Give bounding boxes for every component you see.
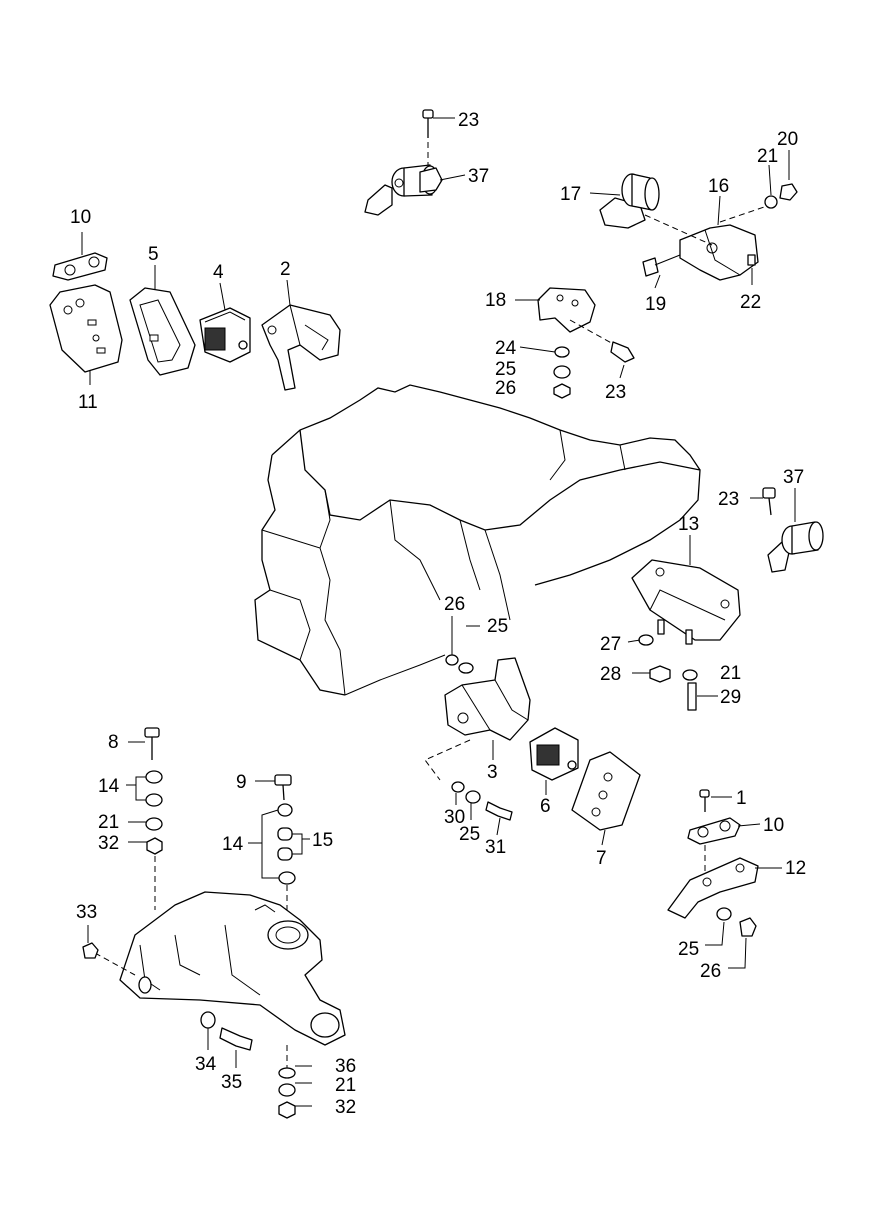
hardware-30-25-31 xyxy=(451,781,513,821)
callout-25-mid: 25 xyxy=(495,359,516,380)
callout-20: 20 xyxy=(777,129,798,150)
callout-24: 24 xyxy=(495,338,517,359)
hardware-36-21-32 xyxy=(278,1067,296,1119)
callout-37-right: 37 xyxy=(783,467,804,488)
callout-11: 11 xyxy=(78,392,98,413)
callout-8: 8 xyxy=(108,732,119,753)
insulator-6 xyxy=(529,727,579,781)
callout-32-bottom: 32 xyxy=(335,1097,356,1118)
callout-25-center: 25 xyxy=(487,616,508,637)
callout-23-right: 23 xyxy=(718,489,739,510)
callout-21-bottom: 21 xyxy=(335,1075,356,1096)
bracket-18 xyxy=(537,287,635,399)
callout-13: 13 xyxy=(678,514,699,535)
callout-1: 1 xyxy=(736,788,747,809)
callout-3: 3 xyxy=(487,762,498,783)
callout-30: 30 xyxy=(444,807,465,828)
bolt-stack-9 xyxy=(274,774,296,930)
callout-15: 15 xyxy=(312,830,333,851)
callout-17: 17 xyxy=(560,184,581,205)
bracket-12 xyxy=(667,789,759,937)
callout-33: 33 xyxy=(76,902,97,923)
callout-21-top-right: 21 xyxy=(757,146,778,167)
callout-18: 18 xyxy=(485,290,506,311)
insulator-37-right xyxy=(762,487,824,573)
bracket-3 xyxy=(424,654,531,781)
differential-carrier xyxy=(94,891,346,1068)
callout-16: 16 xyxy=(708,176,729,197)
callout-9: 9 xyxy=(236,772,247,793)
insulator-4 xyxy=(199,307,251,363)
callout-37-top: 37 xyxy=(468,166,489,187)
callout-22: 22 xyxy=(740,292,761,313)
callout-26-bottom-right: 26 xyxy=(700,961,721,982)
bracket-2 xyxy=(261,304,341,391)
callout-29: 29 xyxy=(720,687,741,708)
callout-34: 34 xyxy=(195,1054,217,1075)
callout-labels: 23 37 20 21 17 16 19 22 10 5 4 2 11 18 2… xyxy=(70,110,806,1118)
callout-14-right: 14 xyxy=(222,834,244,855)
callout-28: 28 xyxy=(600,664,621,685)
mount-assembly-16-17 xyxy=(599,173,798,281)
callout-36: 36 xyxy=(335,1056,356,1077)
pad-7 xyxy=(571,751,641,831)
callout-21-right: 21 xyxy=(720,663,741,684)
callout-4: 4 xyxy=(213,262,224,283)
callout-10-top-left: 10 xyxy=(70,207,91,228)
mount-bracket-10-11 xyxy=(49,252,123,373)
insulator-37-top xyxy=(364,109,443,216)
hardware-33-34-35 xyxy=(82,942,253,1051)
callout-32-left: 32 xyxy=(98,833,119,854)
callout-2: 2 xyxy=(280,259,291,280)
callout-6: 6 xyxy=(540,796,551,817)
callout-7: 7 xyxy=(596,848,607,869)
callout-26-center: 26 xyxy=(444,594,465,615)
callout-19: 19 xyxy=(645,294,666,315)
mount-13 xyxy=(631,559,741,711)
callout-23-mid: 23 xyxy=(605,382,626,403)
engine-block-outline xyxy=(254,384,701,696)
callout-26-mid: 26 xyxy=(495,378,516,399)
callout-14-left: 14 xyxy=(98,776,120,797)
callout-12: 12 xyxy=(785,858,806,879)
callout-35: 35 xyxy=(221,1072,242,1093)
callout-31: 31 xyxy=(485,837,506,858)
callout-25-low: 25 xyxy=(459,824,480,845)
callout-27: 27 xyxy=(600,634,621,655)
callout-21-left: 21 xyxy=(98,812,119,833)
callout-23-top: 23 xyxy=(458,110,479,131)
callout-25-bottom-right: 25 xyxy=(678,939,699,960)
mount-5 xyxy=(129,287,196,376)
bolt-stack-8 xyxy=(144,727,163,910)
callout-10-bottom-right: 10 xyxy=(763,815,784,836)
leader-lines xyxy=(81,117,796,1107)
callout-5: 5 xyxy=(148,244,159,265)
